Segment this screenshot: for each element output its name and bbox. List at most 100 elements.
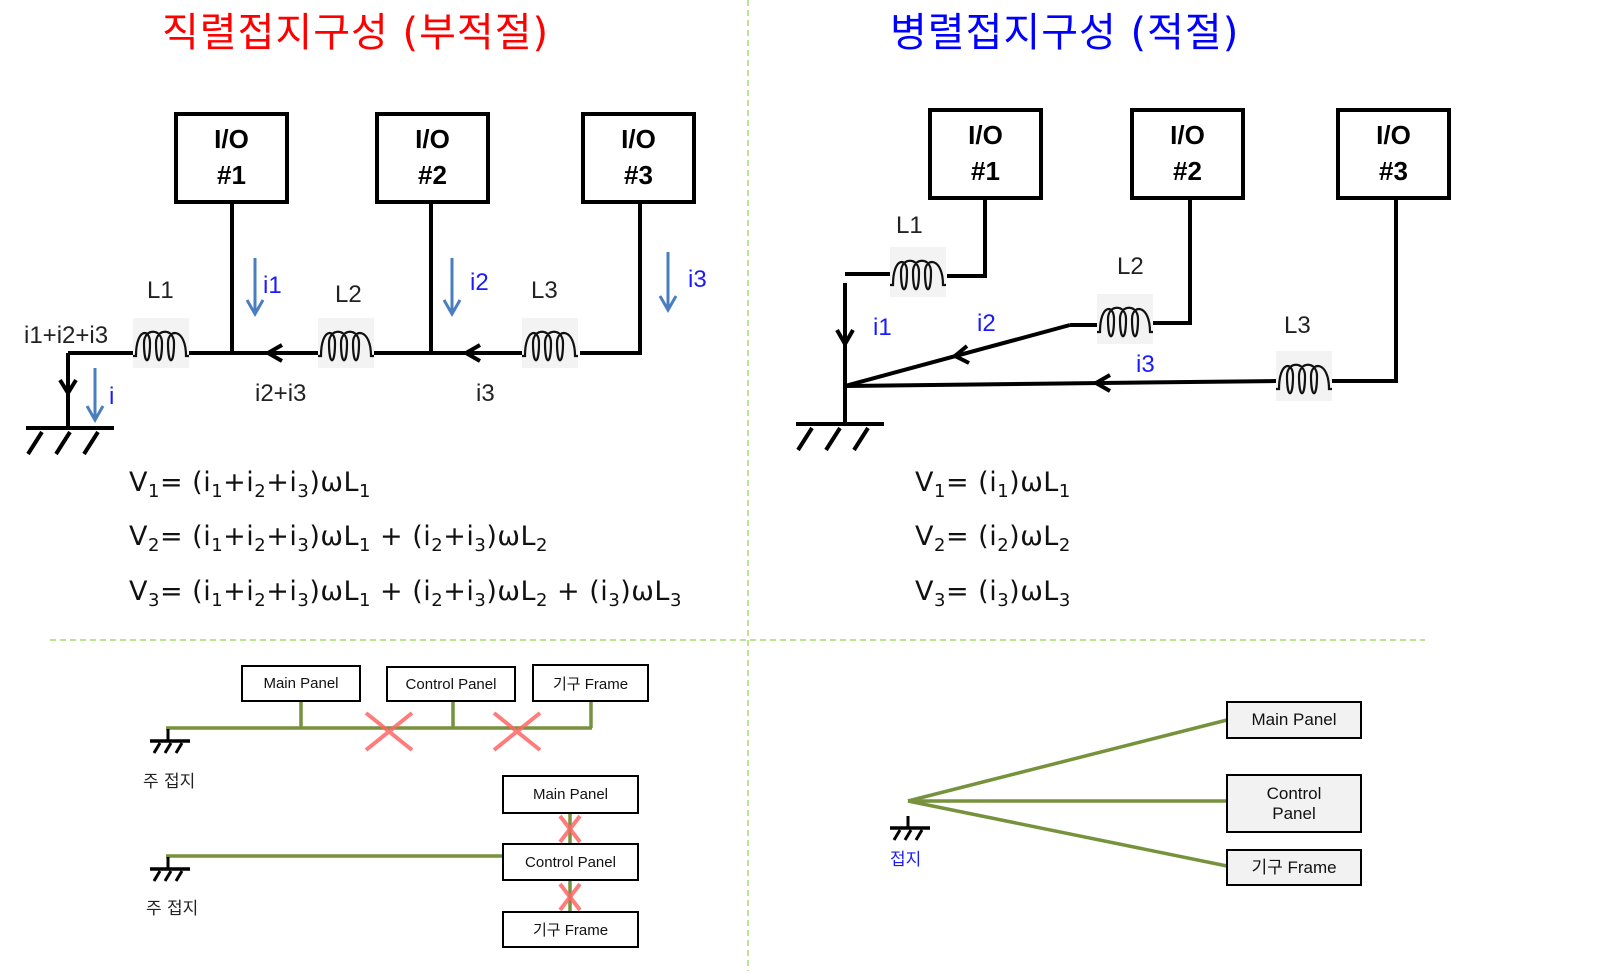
broken-link-marks-b <box>558 814 582 912</box>
arrowhead-i2-parallel <box>951 344 970 365</box>
current-label-i1-series: i1 <box>263 272 282 299</box>
io-number: #1 <box>971 156 1000 186</box>
parallel-panels-wires <box>907 718 1228 868</box>
equation-equals: = <box>945 467 979 498</box>
series-grounding-title: 직렬접지구성 (부적절) <box>162 10 550 56</box>
equation-term: +i <box>223 467 255 498</box>
panel-a-main-panel: Main Panel <box>241 665 361 702</box>
equation-subscript: 2 <box>933 535 946 556</box>
equation-term: (i <box>192 521 212 552</box>
inductor-label-l3-parallel: L3 <box>1284 312 1311 339</box>
equation-subscript: 1 <box>359 590 371 611</box>
io-box-1-parallel: I/O #1 <box>928 108 1043 200</box>
current-label-i2-parallel: i2 <box>977 310 996 337</box>
equation-term: )ωL <box>309 521 359 552</box>
equation-lhs: V <box>129 576 148 607</box>
panel-b-main-panel: Main Panel <box>502 775 639 814</box>
equation-term: )ωL <box>620 576 670 607</box>
equation-term: +i <box>266 576 298 607</box>
ground-symbol-panels-a <box>148 727 192 755</box>
parallel-control-panel: Control Panel <box>1226 774 1362 833</box>
equation-subscript: 1 <box>359 481 371 502</box>
equation-subscript: 2 <box>997 535 1010 556</box>
equation-term: (i <box>192 467 212 498</box>
equation-subscript: 3 <box>474 535 487 556</box>
equation-subscript: 3 <box>608 590 621 611</box>
equation-term: +i <box>266 467 298 498</box>
inductor-l2-parallel <box>1095 292 1155 346</box>
equation-term: (i <box>192 576 212 607</box>
io-label: I/O <box>1170 120 1205 150</box>
equation-subscript: 2 <box>431 535 444 556</box>
equation-subscript: 1 <box>933 481 946 502</box>
arrowhead-i1-parallel <box>835 329 855 349</box>
series-circuit-wires <box>66 204 642 428</box>
io-label: I/O <box>968 120 1003 150</box>
equation-subscript: 1 <box>997 481 1010 502</box>
inductor-label-l2-series: L2 <box>335 281 362 308</box>
equation-term: +i <box>443 521 475 552</box>
equation-lhs: V <box>129 467 148 498</box>
io-label: I/O <box>214 124 249 154</box>
io-number: #2 <box>418 160 447 190</box>
io-label: I/O <box>621 124 656 154</box>
inductor-label-l1-parallel: L1 <box>896 212 923 239</box>
equation-plus: + <box>547 576 590 607</box>
equation-subscript: 3 <box>1058 590 1071 611</box>
ground-current-label: i <box>109 383 115 410</box>
equation-lhs: V <box>915 576 934 607</box>
equation-term: +i <box>223 576 255 607</box>
equation-term: )ωL <box>1009 467 1059 498</box>
inductor-l1-parallel <box>888 245 948 299</box>
io-box-2-parallel: I/O #2 <box>1130 108 1245 200</box>
io-box-1-series: I/O #1 <box>174 112 289 204</box>
equation-subscript: 2 <box>254 481 267 502</box>
equation-term: +i <box>223 521 255 552</box>
arrowhead-i3-parallel <box>1091 373 1111 393</box>
io-box-2-series: I/O #2 <box>375 112 490 204</box>
equation-equals: = <box>945 521 979 552</box>
series-current-arrows <box>85 252 678 424</box>
equation-term: )ωL <box>1009 521 1059 552</box>
arrowhead-total <box>58 378 78 397</box>
arrowhead-i2-i3 <box>263 343 283 363</box>
parallel-equation-v3: V3= (i3)ωL3 <box>915 576 1071 611</box>
io-box-3-series: I/O #3 <box>581 112 696 204</box>
equation-term: (i <box>412 521 432 552</box>
panel-a-equipment-frame: 기구 Frame <box>532 664 649 702</box>
io-box-3-parallel: I/O #3 <box>1336 108 1451 200</box>
equation-subscript: 3 <box>297 481 310 502</box>
equation-term: +i <box>443 576 475 607</box>
equation-subscript: 2 <box>536 590 548 611</box>
equation-term: )ωL <box>1009 576 1059 607</box>
equation-subscript: 1 <box>1058 481 1071 502</box>
equation-term: )ωL <box>309 576 359 607</box>
inductor-label-l2-parallel: L2 <box>1117 253 1144 280</box>
equation-subscript: 3 <box>147 590 160 611</box>
equation-term: )ωL <box>309 467 359 498</box>
panel-b-equipment-frame: 기구 Frame <box>502 911 639 948</box>
equation-plus: + <box>370 521 413 552</box>
parallel-equation-v2: V2= (i2)ωL2 <box>915 521 1071 556</box>
equation-subscript: 3 <box>669 590 682 611</box>
inductor-l2-series <box>316 316 376 370</box>
equation-lhs: V <box>915 521 934 552</box>
equation-subscript: 1 <box>211 590 224 611</box>
inductor-l3-parallel <box>1274 349 1334 403</box>
io-number: #2 <box>1173 156 1202 186</box>
equation-subscript: 1 <box>359 535 371 556</box>
parallel-equation-v1: V1= (i1)ωL1 <box>915 467 1071 502</box>
parallel-equipment-frame: 기구 Frame <box>1226 849 1362 886</box>
equation-subscript: 2 <box>431 590 444 611</box>
equation-equals: = <box>159 521 193 552</box>
ground-symbol-panels-parallel <box>888 814 932 842</box>
current-label-i3-parallel: i3 <box>1136 351 1155 378</box>
panel-b-control-panel: Control Panel <box>502 843 639 881</box>
inductor-l3-series <box>520 316 580 370</box>
wire-current-i3: i3 <box>476 380 495 407</box>
io-label: I/O <box>1376 120 1411 150</box>
ground-label-panels-b: 주 접지 <box>146 899 199 919</box>
wire-current-i2-i3: i2+i3 <box>255 380 307 407</box>
equation-subscript: 3 <box>297 590 310 611</box>
